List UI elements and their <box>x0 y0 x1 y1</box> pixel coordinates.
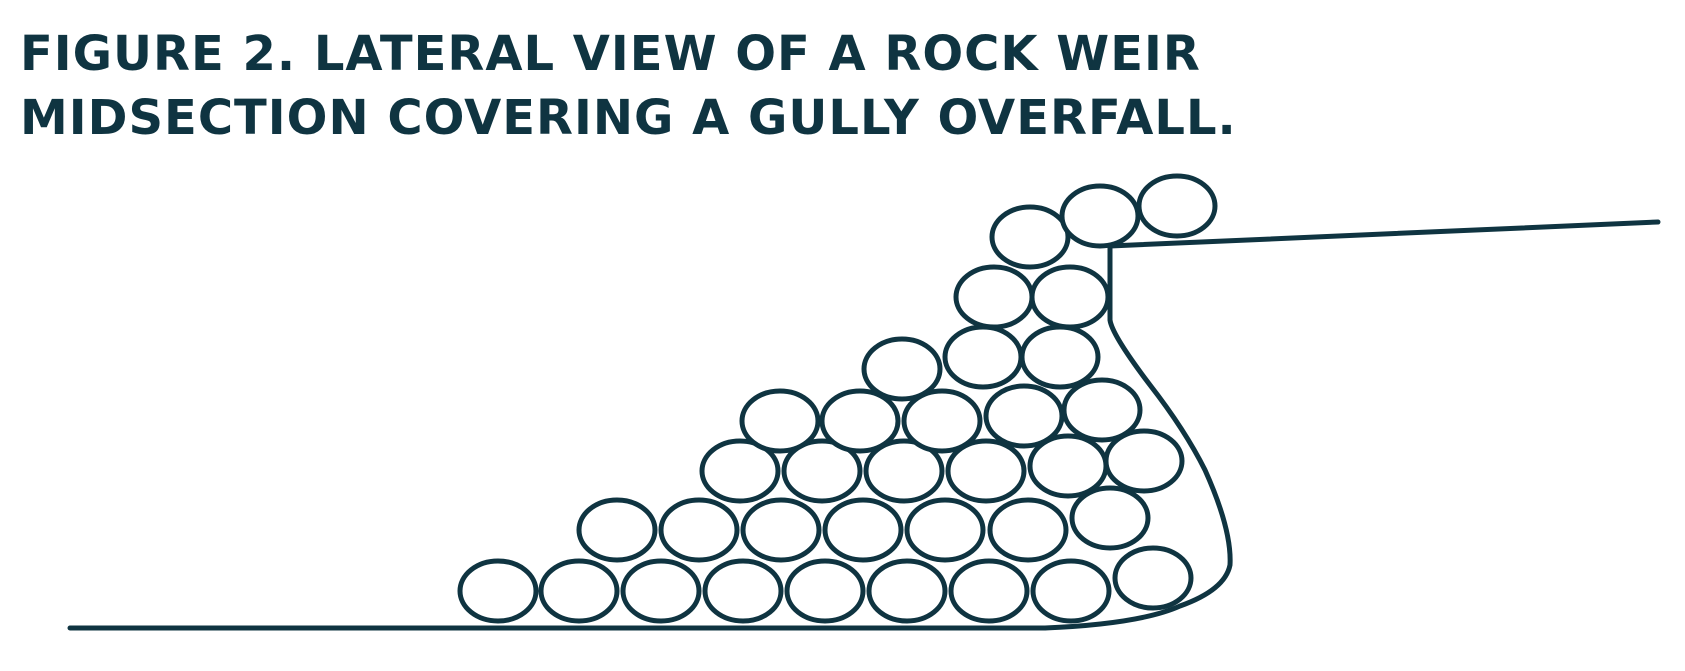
rock-9 <box>1112 545 1194 611</box>
rock-31 <box>953 264 1035 330</box>
rock-3 <box>620 558 702 624</box>
figure-title-line-2: MIDSECTION COVERING A GULLY OVERFALL. <box>20 90 1237 146</box>
rock-28 <box>861 336 943 402</box>
rock-34 <box>1059 183 1141 249</box>
rock-32 <box>1029 264 1111 330</box>
rock-1 <box>457 558 539 624</box>
rock-6 <box>866 558 948 624</box>
rock-29 <box>942 324 1024 390</box>
rock-12 <box>740 497 822 563</box>
rock-18 <box>781 438 863 504</box>
rock-19 <box>863 438 945 504</box>
rock-15 <box>987 497 1069 563</box>
rock-24 <box>819 388 901 454</box>
rock-33 <box>989 204 1071 270</box>
upstream-ground-line <box>1107 219 1661 249</box>
rock-17 <box>699 438 781 504</box>
rock-27 <box>1061 377 1143 443</box>
figure-title: FIGURE 2. LATERAL VIEW OF A ROCK WEIR MI… <box>20 22 1237 150</box>
rock-23 <box>739 388 821 454</box>
rock-5 <box>784 558 866 624</box>
rock-22 <box>1103 428 1185 494</box>
rock-11 <box>658 497 740 563</box>
rock-20 <box>945 438 1027 504</box>
rock-14 <box>904 497 986 563</box>
figure-title-line-1: FIGURE 2. LATERAL VIEW OF A ROCK WEIR <box>20 26 1201 82</box>
rock-10 <box>576 497 658 563</box>
rock-25 <box>901 388 983 454</box>
rock-8 <box>1030 558 1112 624</box>
rock-4 <box>702 558 784 624</box>
rock-7 <box>948 558 1030 624</box>
rock-13 <box>822 497 904 563</box>
rock-30 <box>1019 324 1101 390</box>
overfall-profile <box>1042 243 1233 631</box>
rock-16 <box>1069 485 1151 551</box>
rock-2 <box>538 558 620 624</box>
rock-35 <box>1136 173 1218 239</box>
rock-26 <box>983 383 1065 449</box>
